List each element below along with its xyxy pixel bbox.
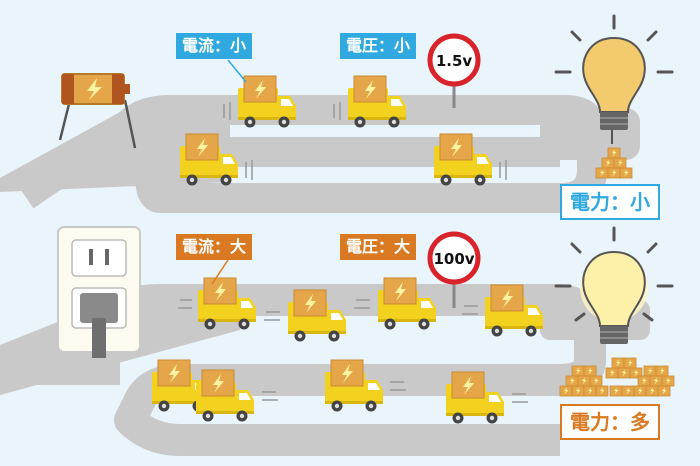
bottom-power-label: 電力：多 <box>560 404 660 440</box>
bottom-sign-text: 100v <box>433 250 474 268</box>
current-pointer <box>211 259 229 285</box>
bulb-icon <box>554 226 674 344</box>
bottom-current-label: 電流：大 <box>176 234 253 260</box>
truck-icon <box>433 133 507 186</box>
speed-lines <box>178 299 528 403</box>
outlet-icon <box>57 226 141 358</box>
top-power-label: 電力：小 <box>560 184 660 220</box>
bulb-icon <box>554 14 674 144</box>
top-road <box>0 95 640 213</box>
truck-icon <box>179 133 253 186</box>
truck-icon <box>223 75 297 128</box>
top-sign-text: 1.5v <box>436 52 473 70</box>
current-pointer <box>227 59 247 83</box>
top-current-label: 電流：小 <box>176 33 253 59</box>
truck-icon <box>333 75 407 128</box>
bottom-voltage-label: 電圧：大 <box>340 234 417 260</box>
battery-icon <box>58 73 137 149</box>
speed-sign-icon <box>427 231 481 308</box>
speed-sign-icon <box>427 33 481 108</box>
top-voltage-label: 電圧：小 <box>340 33 417 59</box>
